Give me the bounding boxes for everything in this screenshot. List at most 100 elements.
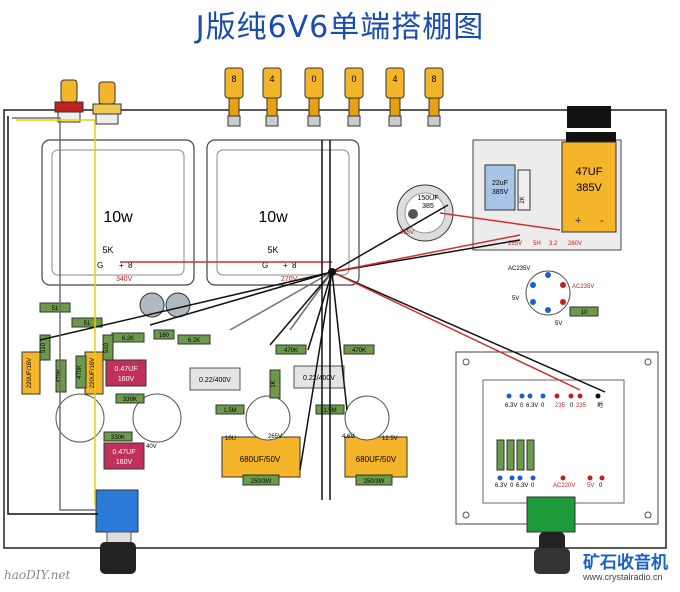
panel-top-3: 0 <box>541 403 545 409</box>
panel-top-6: 235 <box>576 403 587 409</box>
brand-url: www.crystalradio.cn <box>583 572 663 582</box>
rca-jack-left <box>54 79 84 123</box>
r510b-label: 510 <box>104 342 110 353</box>
misc-voltage-labels: 265V 4.6V 40V 385V <box>146 230 414 450</box>
v4-label: 4.6V <box>342 434 354 440</box>
r470kd-label: 470K <box>352 348 366 354</box>
big-can-value: 47UF <box>576 166 603 178</box>
cathode-cap-left: 680UF/50V 10U 250/3W <box>221 436 301 486</box>
cathode-left-value: 680UF/50V <box>240 455 281 464</box>
tap-8-right: 8 <box>292 261 297 270</box>
ac235-label: AC235V <box>508 266 530 272</box>
tap-g-right: G <box>262 261 268 270</box>
terminal-label-3: 0 <box>311 74 316 84</box>
panel-bottom-1: 0 <box>510 483 514 489</box>
svg-text:-: - <box>600 215 604 227</box>
red-caps: 0.47UF 160V 0.47UF 160V <box>103 359 147 470</box>
round-can-value: 150UF <box>417 195 438 202</box>
r51b-label: 51 <box>84 321 91 327</box>
brand-name: 矿石收音机 <box>583 553 668 573</box>
big-can-voltage: 385V <box>576 182 602 194</box>
v285-label: 285V <box>508 241 522 247</box>
tap-8-left: 8 <box>128 261 133 270</box>
small-round-caps <box>139 292 191 318</box>
coupling-cap-left: 0.22/400V <box>189 367 241 391</box>
terminal-label-1: 8 <box>231 74 236 84</box>
panel-top-2: 6.3V <box>526 403 538 409</box>
svg-text:+: + <box>575 215 581 227</box>
v260-label: 260V <box>568 241 582 247</box>
input-left-value: 220UF/16V <box>27 358 33 388</box>
r470kb-label: 470K <box>77 365 83 379</box>
panel-bottom-6: 0 <box>599 483 603 489</box>
r160-label: 160 <box>159 333 170 339</box>
volume-pot <box>95 489 139 574</box>
r51a-label: 51 <box>52 306 59 312</box>
r62ka-label: 6.2K <box>122 336 134 342</box>
panel-top-4: 235 <box>555 403 566 409</box>
r62kb-label: 6.2K <box>188 338 200 344</box>
cathode-right-tag: 12.5V <box>382 436 398 442</box>
r510a-label: 510 <box>41 342 47 353</box>
cathode-left-tag: 10U <box>225 436 236 442</box>
output-terminal-5: 4 <box>385 67 405 127</box>
r470kc-label: 470K <box>284 348 298 354</box>
input-caps: 220UF/16V 220UF/16V <box>21 351 104 395</box>
panel-top-0: 6.3V <box>505 403 517 409</box>
cathode-cap-right: 680UF/50V 12.5V 250/3W <box>344 436 408 486</box>
star-ground-point <box>328 268 336 276</box>
diagram-title: J版纯6V6单端搭棚图 <box>195 10 485 45</box>
small-can-value: 22uF <box>492 180 508 187</box>
tap-g-left: G <box>97 261 103 270</box>
v5a-label: 5V <box>512 296 519 302</box>
input-right-value: 220UF/16V <box>90 358 96 388</box>
r250a-label: 250/3W <box>251 479 272 485</box>
watermark-left: haoDIY.net <box>4 568 71 582</box>
ac235b-label: AC235V <box>572 284 594 290</box>
tube-sockets <box>55 393 390 443</box>
output-terminal-3: 0 <box>304 67 324 127</box>
voltage-right: 270V <box>281 276 298 283</box>
panel-bottom-3: 0 <box>531 483 535 489</box>
v40-label: 40V <box>146 444 157 450</box>
terminal-label-6: 8 <box>431 74 436 84</box>
r15m-label: 1.5M <box>223 408 236 414</box>
output-terminal-2: 4 <box>262 67 282 127</box>
v5h-label: 5H <box>533 241 541 247</box>
red-cap-bottom-value: 0.47UF <box>113 449 136 456</box>
coupling-cap-right: 0.22/400V <box>293 365 345 389</box>
rectifier-socket: AC235V AC235V 5V 5V 10 <box>508 266 599 327</box>
tap-plus-right: + <box>283 261 288 270</box>
r250b-label: 250/3W <box>364 479 385 485</box>
red-cap-top-value: 0.47UF <box>115 366 138 373</box>
panel-bottom-5: 5V <box>587 483 594 489</box>
cathode-right-value: 680UF/50V <box>356 455 397 464</box>
transformer-right-label: 10w <box>258 209 288 226</box>
rca-jack-right <box>92 81 122 125</box>
terminal-label-2: 4 <box>269 74 274 84</box>
panel-top-5: 0 <box>570 403 574 409</box>
rca-jacks <box>54 79 122 125</box>
r10-label: 10 <box>581 310 588 316</box>
voltage-left: 340V <box>116 276 133 283</box>
red-cap-bottom-voltage: 160V <box>116 459 133 466</box>
output-terminal-6: 8 <box>424 67 444 127</box>
v5b-label: 5V <box>555 321 562 327</box>
power-transformer-panel: 6.3V 0 6.3V 0 235 0 235 地 6.3V 0 6.3V 0 … <box>455 351 659 525</box>
transformer-left-label: 10w <box>103 209 133 226</box>
output-terminals: 8 4 0 0 4 8 <box>224 67 444 127</box>
r1k-label: 1K <box>271 380 277 387</box>
panel-bottom-2: 6.3V <box>516 483 528 489</box>
power-supply-block: 22uF 385V 2K 47UF 385V + - 285V 5H 3.2 2… <box>472 106 622 251</box>
r2k-label: 2K <box>520 196 526 203</box>
red-cap-top-voltage: 160V <box>118 376 135 383</box>
terminal-label-5: 4 <box>392 74 397 84</box>
terminal-label-4: 0 <box>351 74 356 84</box>
v265-label: 265V <box>268 434 282 440</box>
output-terminal-4: 0 <box>344 67 364 127</box>
tap-plus-left: + <box>119 261 124 270</box>
r330ka-label: 330K <box>123 397 137 403</box>
output-terminal-1: 8 <box>224 67 244 127</box>
panel-top-1: 0 <box>520 403 524 409</box>
transformer-right-primary: 5K <box>267 245 278 255</box>
